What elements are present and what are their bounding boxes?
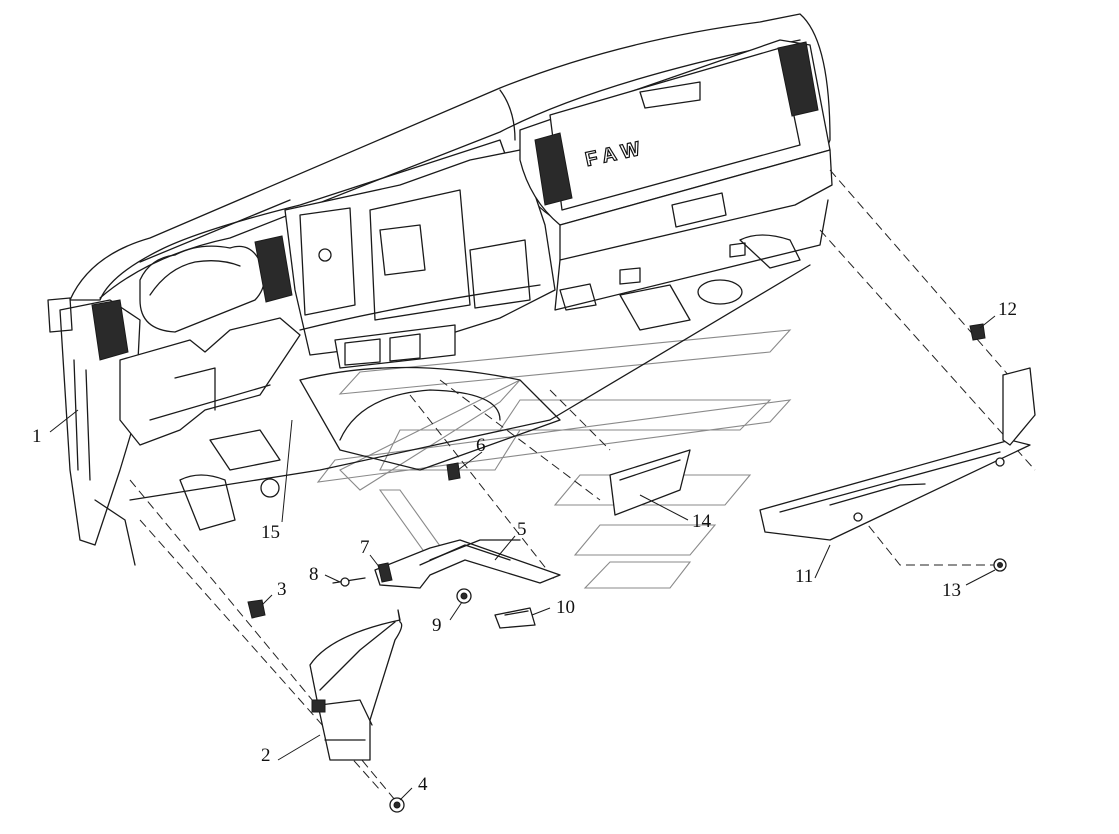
callout-12: 12 bbox=[998, 299, 1017, 320]
part-6-nut bbox=[446, 462, 461, 481]
part-10-pad bbox=[494, 607, 536, 629]
dashboard-assembly bbox=[47, 13, 833, 566]
callout-10: 10 bbox=[556, 597, 575, 618]
callout-2: 2 bbox=[261, 745, 271, 766]
part-8-screw bbox=[332, 577, 366, 587]
callout-14: 14 bbox=[692, 511, 711, 532]
callout-3: 3 bbox=[277, 579, 287, 600]
callout-4: 4 bbox=[418, 774, 428, 795]
callout-6: 6 bbox=[476, 435, 486, 456]
callout-13: 13 bbox=[942, 580, 961, 601]
part-9-grommet bbox=[456, 588, 472, 604]
callout-1: 1 bbox=[32, 426, 42, 447]
callout-15: 15 bbox=[261, 522, 280, 543]
callout-7: 7 bbox=[360, 537, 370, 558]
callout-leaders bbox=[49, 315, 996, 801]
watermark-logo bbox=[316, 329, 792, 589]
part-4-plug bbox=[389, 797, 405, 813]
part-11-sill-trim bbox=[759, 367, 1036, 541]
part-14-cover bbox=[609, 449, 691, 516]
part-2-side-panel bbox=[309, 609, 403, 761]
part-5-bracket bbox=[374, 539, 561, 589]
callout-9: 9 bbox=[432, 615, 442, 636]
part-13-plug bbox=[993, 558, 1007, 572]
part-12-clip bbox=[969, 323, 986, 341]
callout-11: 11 bbox=[795, 566, 814, 587]
callout-8: 8 bbox=[309, 564, 319, 585]
part-3-clip bbox=[247, 599, 266, 619]
callout-5: 5 bbox=[517, 519, 527, 540]
